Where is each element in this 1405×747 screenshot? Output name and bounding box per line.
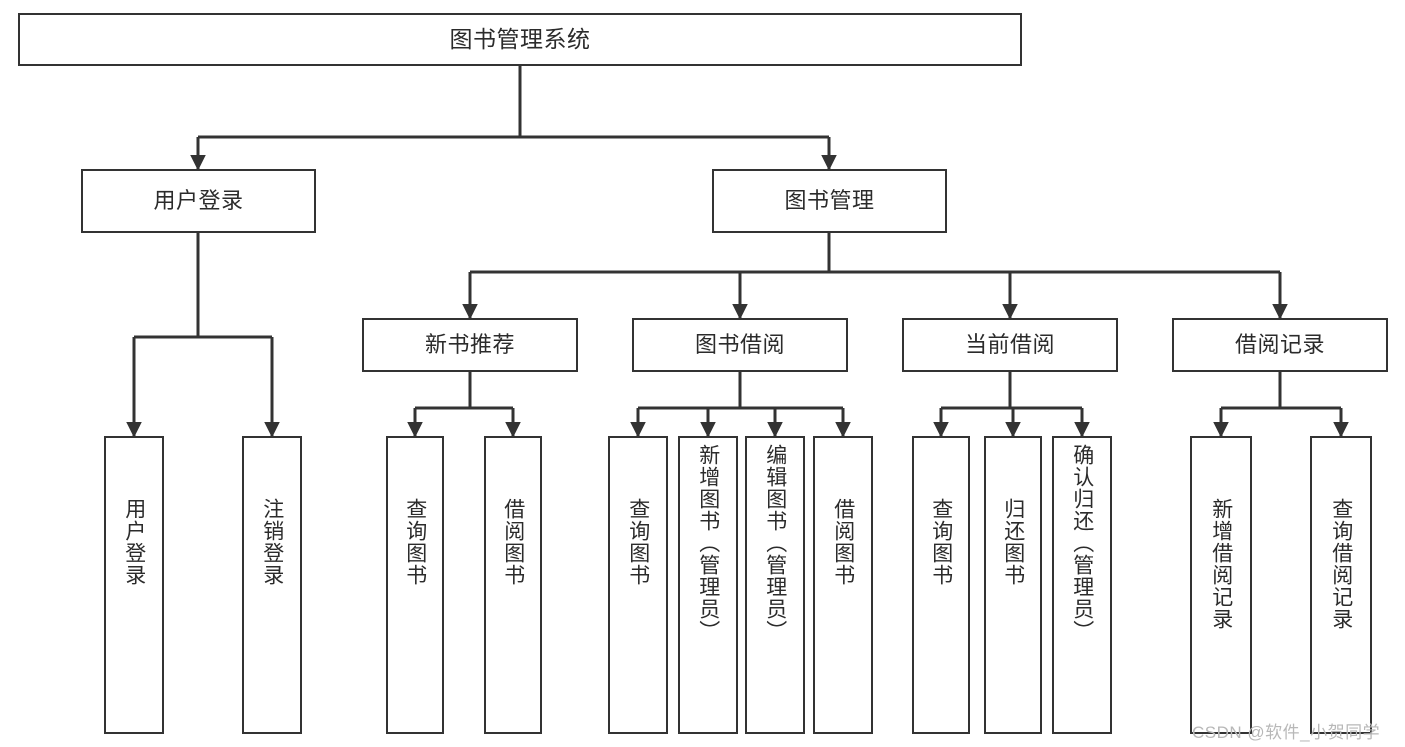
node-label: 新书推荐 xyxy=(424,332,515,358)
node-level2-0: 用户登录 xyxy=(81,169,316,233)
node-label: 新增借阅记录 xyxy=(1209,498,1233,630)
node-label: 新增图书（管理员） xyxy=(696,444,720,642)
node-label: 用户登录 xyxy=(122,498,146,586)
node-label: 查询借阅记录 xyxy=(1329,498,1353,630)
node-leaf-0: 用户登录 xyxy=(104,436,164,734)
node-leaf-6: 编辑图书（管理员） xyxy=(745,436,805,734)
node-root: 图书管理系统 xyxy=(18,13,1022,66)
node-label: 借阅图书 xyxy=(831,498,855,586)
node-label: 借阅图书 xyxy=(501,498,525,586)
node-label: 用户登录 xyxy=(153,188,244,214)
node-level3-1: 图书借阅 xyxy=(632,318,848,372)
node-leaf-8: 查询图书 xyxy=(912,436,970,734)
node-leaf-10: 确认归还（管理员） xyxy=(1052,436,1112,734)
node-label: 当前借阅 xyxy=(964,332,1055,358)
node-label: 图书借阅 xyxy=(694,332,785,358)
node-leaf-11: 新增借阅记录 xyxy=(1190,436,1252,734)
node-label: 查询图书 xyxy=(626,498,650,586)
node-level3-3: 借阅记录 xyxy=(1172,318,1388,372)
node-label: 归还图书 xyxy=(1001,498,1025,586)
node-level3-2: 当前借阅 xyxy=(902,318,1118,372)
node-leaf-12: 查询借阅记录 xyxy=(1310,436,1372,734)
node-label: 查询图书 xyxy=(403,498,427,586)
node-leaf-5: 新增图书（管理员） xyxy=(678,436,738,734)
node-leaf-4: 查询图书 xyxy=(608,436,668,734)
node-label: 查询图书 xyxy=(929,498,953,586)
node-leaf-9: 归还图书 xyxy=(984,436,1042,734)
connector-group xyxy=(126,66,1349,438)
node-level2-1: 图书管理 xyxy=(712,169,947,233)
node-label: 确认归还（管理员） xyxy=(1070,444,1094,642)
node-label: 编辑图书（管理员） xyxy=(763,444,787,642)
node-leaf-7: 借阅图书 xyxy=(813,436,873,734)
node-label: 借阅记录 xyxy=(1234,332,1325,358)
node-leaf-1: 注销登录 xyxy=(242,436,302,734)
node-label: 图书管理系统 xyxy=(449,26,591,53)
node-level3-0: 新书推荐 xyxy=(362,318,578,372)
node-label: 图书管理 xyxy=(784,188,875,214)
node-leaf-3: 借阅图书 xyxy=(484,436,542,734)
node-label: 注销登录 xyxy=(260,498,284,586)
node-leaf-2: 查询图书 xyxy=(386,436,444,734)
